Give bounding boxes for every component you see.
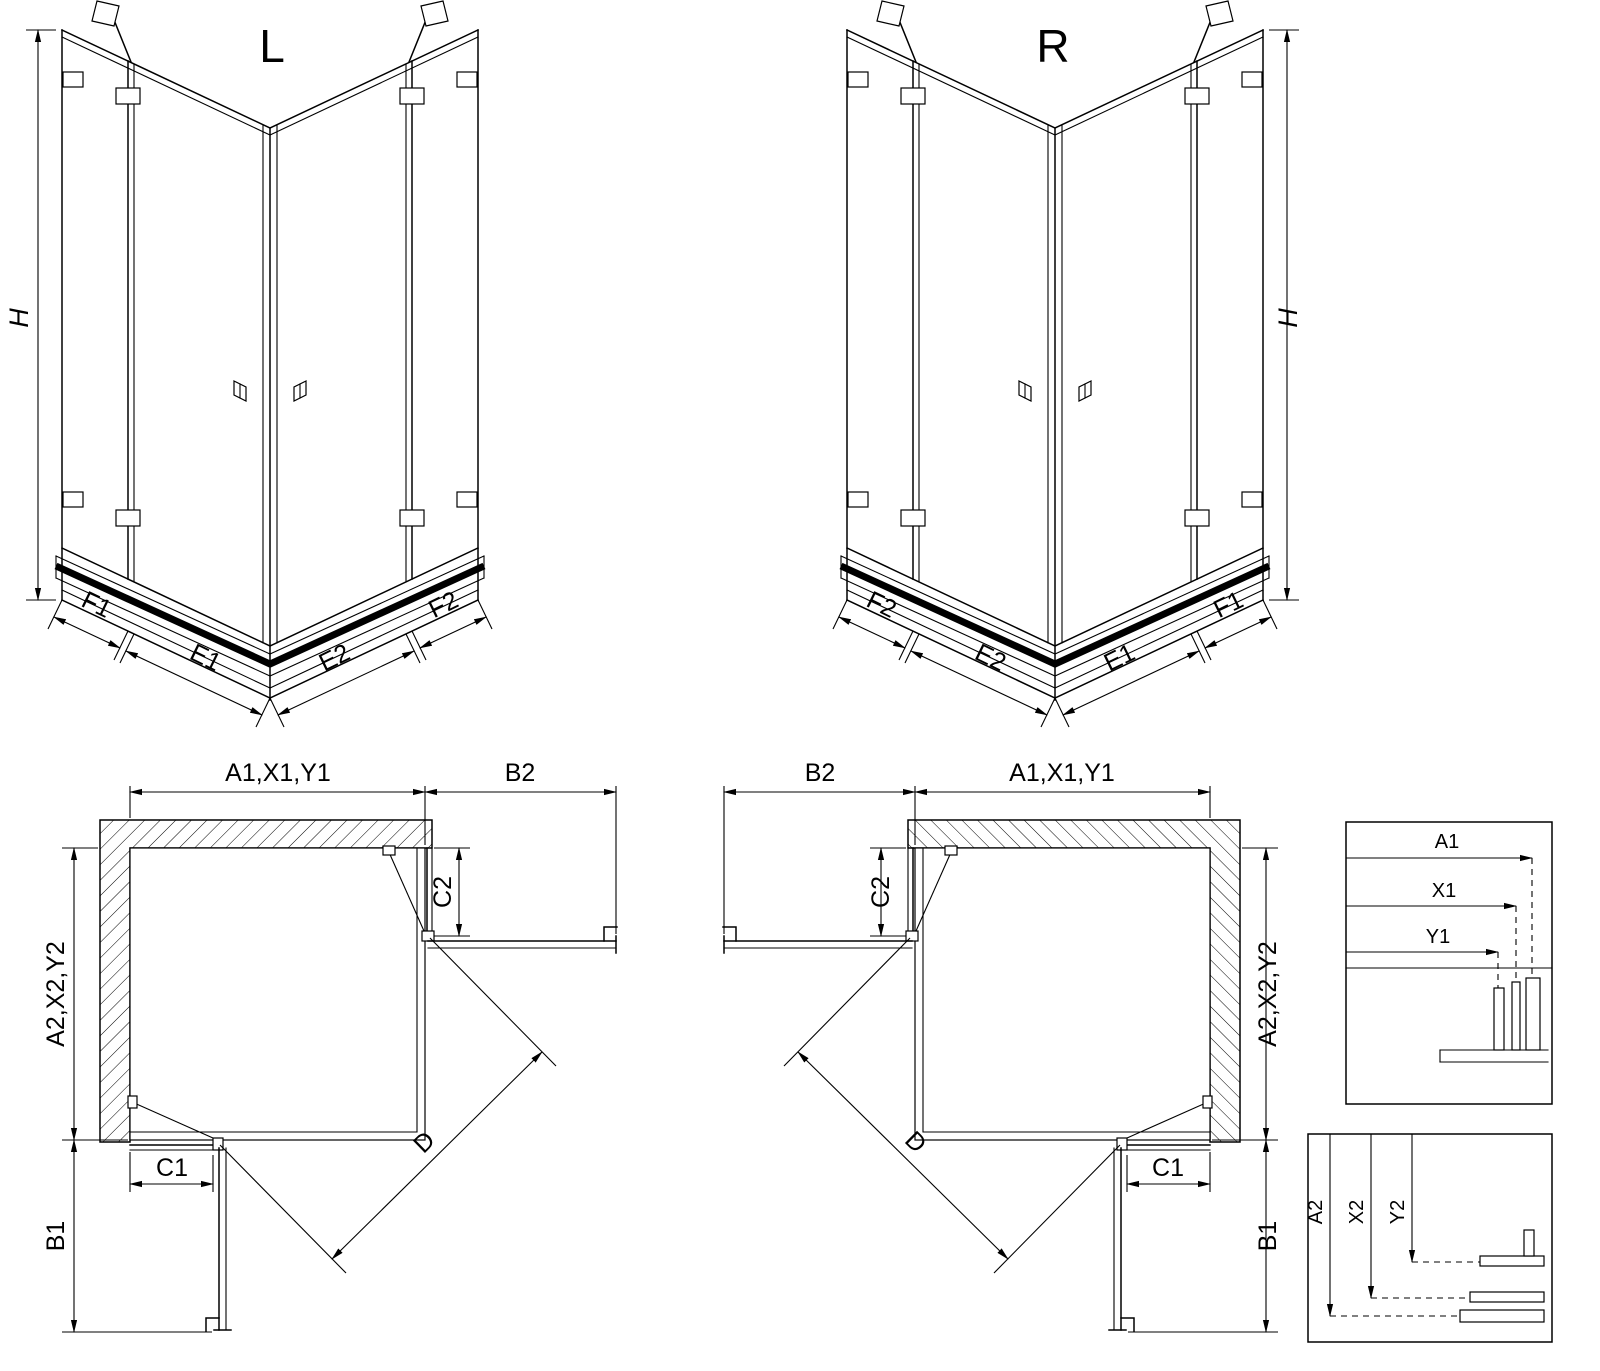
detail-label-a1: A1	[1435, 831, 1459, 853]
dim-label-b2-rightplan: B2	[805, 759, 836, 787]
detail-box-bottom	[1307, 1133, 1553, 1343]
dim-label-h-right3d: H	[1273, 308, 1303, 328]
profile-section-top	[1439, 977, 1549, 1063]
dim-label-c1-rightplan: C1	[1152, 1154, 1184, 1182]
detail-box-top	[1345, 821, 1553, 1105]
dim-label-c1-leftplan: C1	[156, 1154, 188, 1182]
dim-label-h-left3d: H	[4, 308, 34, 328]
detail-label-a2: A2	[1305, 1200, 1327, 1224]
variant-label-right: R	[1036, 20, 1069, 72]
dim-label-c2-leftplan: C2	[429, 876, 457, 908]
detail-label-x2: X2	[1346, 1200, 1368, 1224]
dim-label-b2-leftplan: B2	[505, 759, 536, 787]
detail-label-x1: X1	[1432, 880, 1456, 902]
dim-label-c2-rightplan: C2	[867, 876, 895, 908]
dim-label-a2-leftplan: A2,X2,Y2	[42, 941, 70, 1047]
dim-label-b1-rightplan: B1	[1254, 1221, 1282, 1252]
variant-label-left: L	[259, 20, 285, 72]
plan-view-left-linework	[62, 786, 617, 1332]
detail-label-y1: Y1	[1426, 926, 1450, 948]
dim-label-b1-leftplan: B1	[42, 1221, 70, 1252]
profile-section-bottom	[1459, 1229, 1545, 1323]
plan-view-right-linework	[723, 786, 1278, 1332]
dim-label-a2-rightplan: A2,X2,Y2	[1254, 941, 1282, 1047]
dim-label-a1-rightplan: A1,X1,Y1	[1009, 759, 1115, 787]
detail-label-y2: Y2	[1387, 1200, 1409, 1224]
dim-label-a1-leftplan: A1,X1,Y1	[225, 759, 331, 787]
